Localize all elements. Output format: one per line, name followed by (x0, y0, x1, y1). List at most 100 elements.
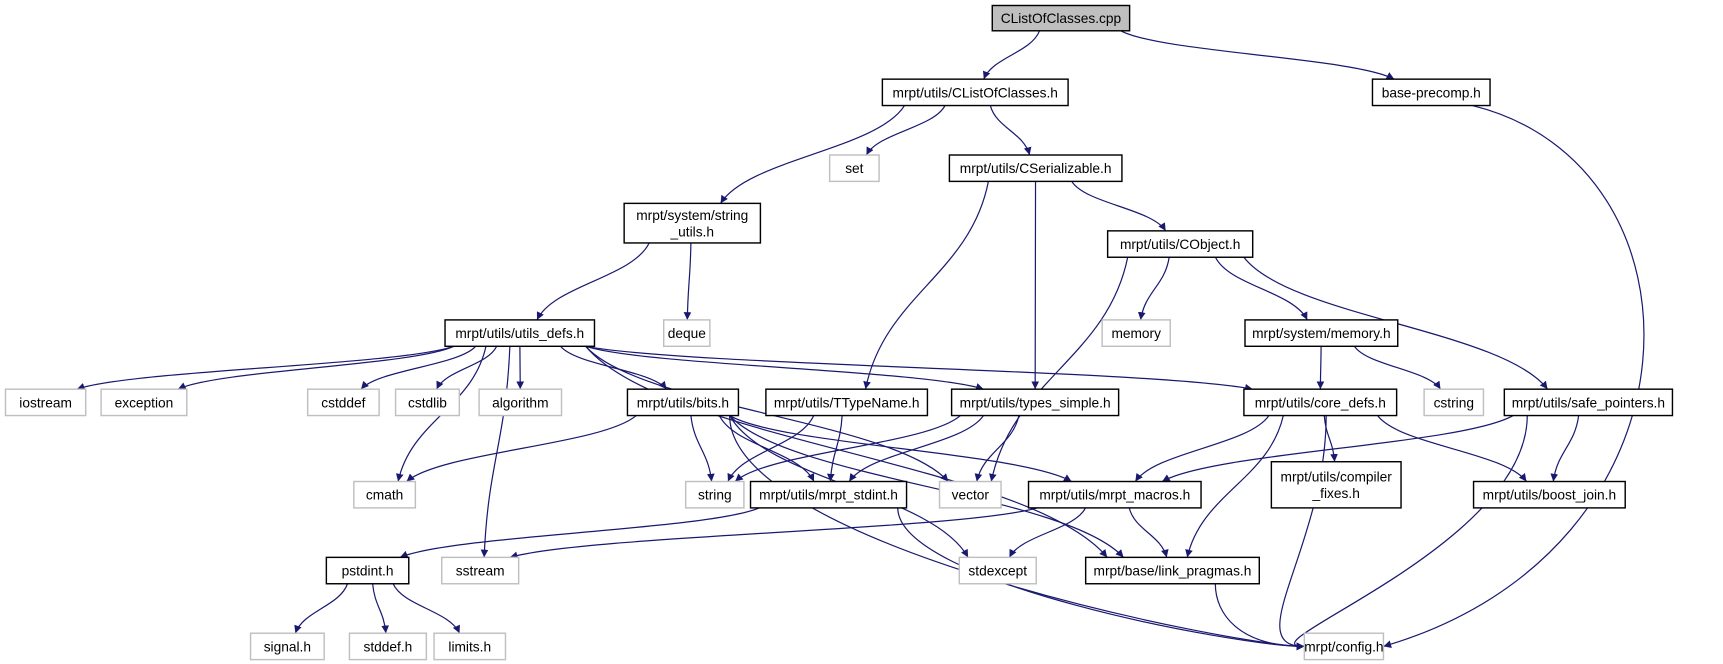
node-compfix[interactable]: mrpt/utils/compiler_fixes.h (1270, 461, 1402, 509)
edge-precomp-to-config (1383, 104, 1645, 648)
node-box (478, 388, 563, 417)
node-limits[interactable]: limits.h (433, 632, 507, 661)
node-iostream[interactable]: iostream (4, 388, 87, 417)
node-stddef[interactable]: stddef.h (348, 632, 428, 661)
node-box (950, 388, 1120, 417)
node-cstdlib[interactable]: cstdlib (394, 388, 461, 417)
edge-ttype-to-stdint (826, 415, 843, 482)
node-cobject[interactable]: mrpt/utils/CObject.h (1106, 230, 1254, 258)
node-vector[interactable]: vector (938, 480, 1002, 509)
edge-stdint-to-pstdint (399, 507, 760, 558)
node-cstddef[interactable]: cstddef (306, 388, 380, 417)
node-bits[interactable]: mrpt/utils/bits.h (626, 388, 740, 417)
node-label: cmath (366, 488, 403, 503)
edge-macros-to-sstream (509, 507, 1038, 559)
node-label: iostream (19, 395, 72, 410)
node-box (765, 388, 929, 417)
node-label: mrpt/utils/mrpt_macros.h (1039, 488, 1190, 503)
node-box (881, 78, 1069, 107)
node-clist[interactable]: mrpt/utils/CListOfClasses.h (881, 78, 1069, 107)
node-label: mrpt/system/memory.h (1252, 326, 1390, 341)
node-utilsdefs[interactable]: mrpt/utils/utils_defs.h (444, 319, 596, 348)
node-box (1270, 461, 1402, 509)
node-label: mrpt/base/link_pragmas.h (1094, 564, 1252, 579)
edge-utilsdefs-to-bits (560, 345, 668, 390)
node-label: mrpt/utils/CListOfClasses.h (893, 85, 1058, 100)
node-box (1503, 388, 1674, 417)
node-box (938, 480, 1002, 509)
edge-sysmem-to-cstring (1353, 345, 1442, 390)
edge-utilsdefs-to-coredefs (585, 345, 1253, 392)
node-linkprag[interactable]: mrpt/base/link_pragmas.h (1084, 556, 1260, 585)
node-label: CListOfClasses.cpp (1001, 11, 1122, 26)
node-label: exception (115, 395, 174, 410)
edge-clist-to-set (865, 105, 946, 156)
node-label: mrpt/utils/compiler (1281, 470, 1393, 485)
node-box (348, 632, 428, 661)
node-coredefs[interactable]: mrpt/utils/core_defs.h (1243, 388, 1398, 417)
node-box (1472, 480, 1626, 509)
node-cstring[interactable]: cstring (1423, 388, 1485, 417)
node-stdint[interactable]: mrpt/utils/mrpt_stdint.h (749, 480, 908, 509)
node-box (828, 154, 880, 183)
node-label: sstream (456, 564, 505, 579)
node-safeptr[interactable]: mrpt/utils/safe_pointers.h (1503, 388, 1674, 417)
node-box (991, 4, 1131, 32)
node-macros[interactable]: mrpt/utils/mrpt_macros.h (1027, 480, 1202, 509)
node-label: mrpt/config.h (1304, 639, 1383, 654)
node-signal[interactable]: signal.h (249, 632, 325, 661)
edge-coredefs-to-linkprag (1185, 415, 1284, 558)
node-boostjoin[interactable]: mrpt/utils/boost_join.h (1472, 480, 1626, 509)
edge-utilsdefs-to-cstddef (360, 345, 477, 390)
node-algorithm[interactable]: algorithm (478, 388, 563, 417)
node-strutils[interactable]: mrpt/system/string_utils.h (623, 202, 762, 244)
edge-cpp-to-precomp (1120, 30, 1395, 80)
node-sstream[interactable]: sstream (441, 556, 520, 585)
edge-safeptr-to-boostjoin (1550, 415, 1580, 482)
edge-linkprag-to-config (1214, 583, 1305, 651)
edge-utilsdefs-to-exception (177, 345, 455, 390)
node-set[interactable]: set (828, 154, 880, 183)
edge-coredefs-to-macros (1134, 415, 1270, 482)
edge-utilsdefs-to-sstream (480, 346, 511, 558)
edges-layer (76, 30, 1645, 651)
edge-pstdint-to-signal (294, 583, 349, 634)
node-label: mrpt/utils/types_simple.h (960, 395, 1111, 410)
edge-macros-to-stdexcept (1008, 507, 1087, 558)
node-cmath[interactable]: cmath (353, 480, 417, 509)
node-deque[interactable]: deque (662, 319, 711, 348)
node-precomp[interactable]: base-precomp.h (1371, 78, 1491, 107)
edge-bits-to-config (729, 415, 1305, 651)
edge-macros-to-linkprag (1128, 507, 1169, 558)
node-label: signal.h (264, 639, 311, 654)
node-box (948, 154, 1123, 183)
node-box (1303, 632, 1385, 661)
node-ttype[interactable]: mrpt/utils/TTypeName.h (765, 388, 929, 417)
edge-clist-to-strutils (720, 105, 906, 204)
node-memory[interactable]: memory (1101, 319, 1171, 348)
node-cpp[interactable]: CListOfClasses.cpp (991, 4, 1131, 32)
node-box (353, 480, 417, 509)
node-label: deque (668, 326, 707, 341)
node-types[interactable]: mrpt/utils/types_simple.h (950, 388, 1120, 417)
edge-types-to-string (734, 415, 961, 482)
node-pstdint[interactable]: pstdint.h (325, 556, 410, 585)
edge-coredefs-to-compfix (1323, 415, 1338, 462)
node-string[interactable]: string (684, 480, 745, 509)
edge-utilsdefs-to-iostream (76, 345, 455, 391)
node-stdexcept[interactable]: stdexcept (958, 556, 1037, 585)
node-cser[interactable]: mrpt/utils/CSerializable.h (948, 154, 1123, 183)
node-box (662, 319, 711, 348)
node-exception[interactable]: exception (100, 388, 188, 417)
node-box (623, 202, 762, 244)
node-label: string (698, 488, 732, 503)
node-label: mrpt/utils/CObject.h (1120, 237, 1240, 252)
node-sysmem[interactable]: mrpt/system/memory.h (1244, 319, 1399, 348)
edge-types-to-stdint (848, 415, 984, 482)
node-box (325, 556, 410, 585)
node-label: mrpt/system/string (636, 208, 748, 223)
node-label: cstring (1434, 395, 1474, 410)
edge-safeptr-to-macros (1161, 415, 1514, 483)
node-config[interactable]: mrpt/config.h (1303, 632, 1385, 661)
node-box (1244, 319, 1399, 348)
